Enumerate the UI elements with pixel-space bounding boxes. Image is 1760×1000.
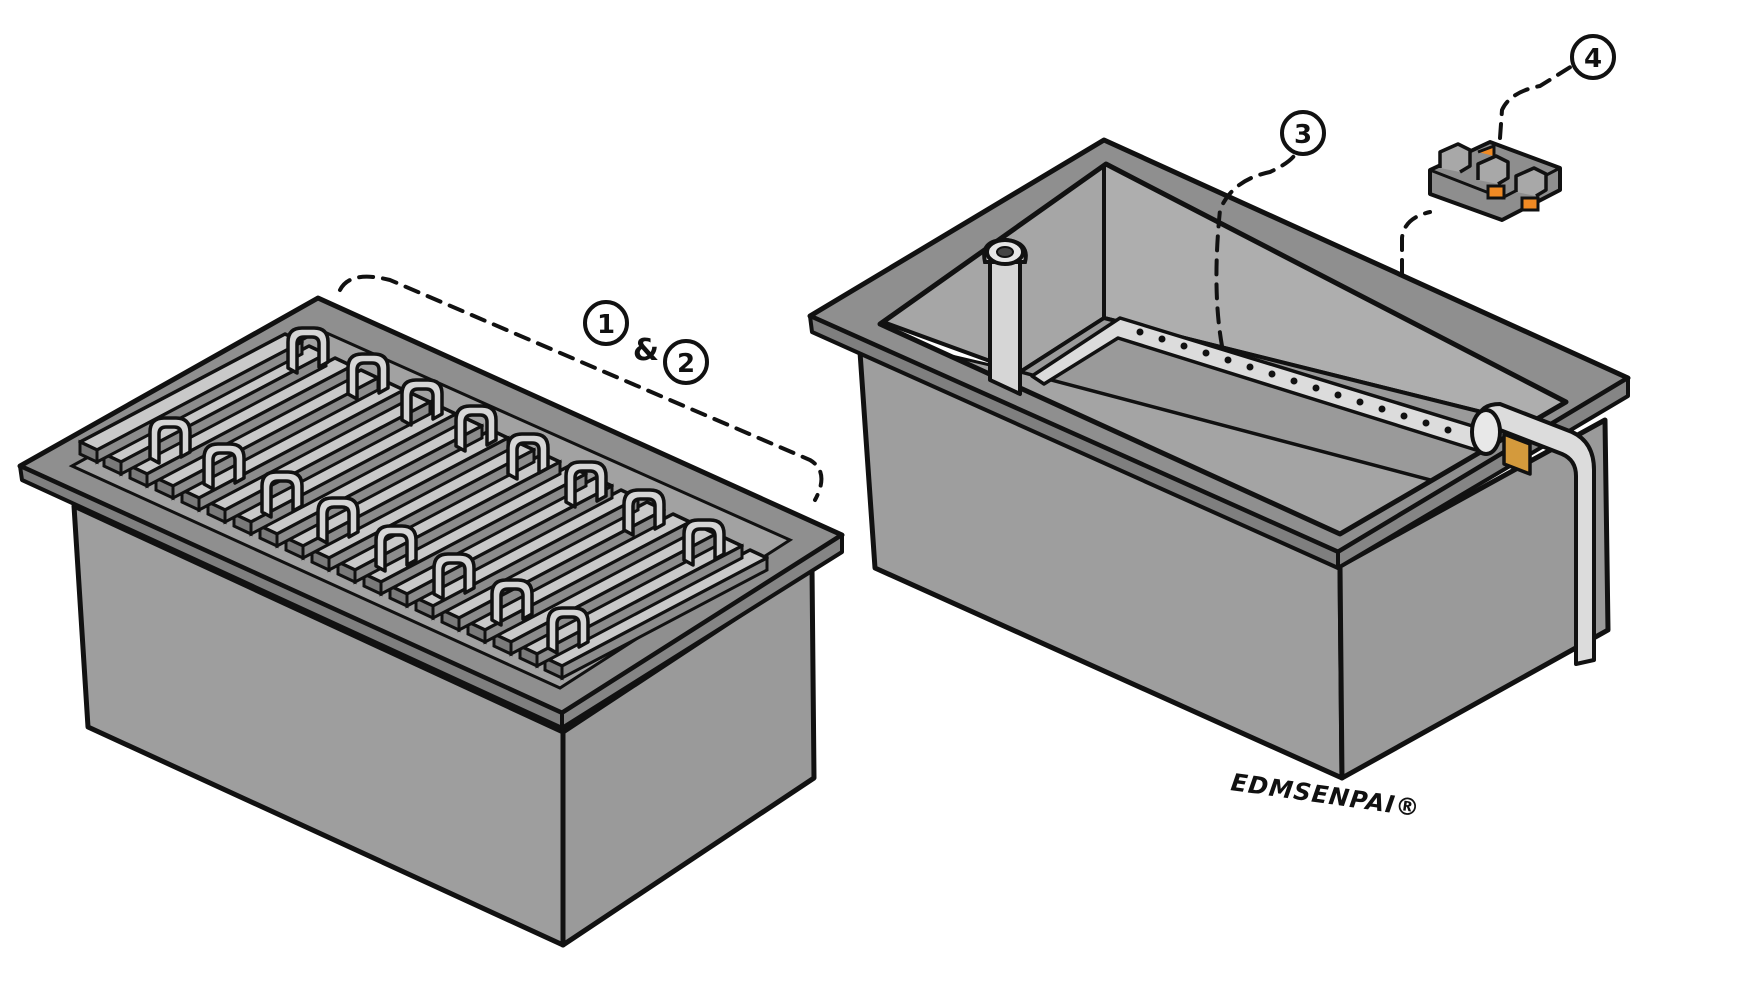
- callout-4-text: 4: [1584, 44, 1602, 74]
- callout-1: 1: [583, 300, 629, 346]
- callout-3-text: 3: [1294, 120, 1312, 150]
- watermark: EDMSENPAI®: [1229, 768, 1422, 822]
- inlet-pipe: [982, 237, 1028, 396]
- callout-3: 3: [1280, 110, 1326, 156]
- callout-1-text: 1: [597, 310, 615, 340]
- callout-2: 2: [663, 339, 709, 385]
- electrode-clip-icon: [1428, 140, 1562, 222]
- callout-4: 4: [1570, 34, 1616, 80]
- rack-tank: [17, 274, 845, 948]
- outlet-pipe: [1470, 402, 1596, 666]
- callout-2-text: 2: [677, 349, 695, 379]
- pipe-coupling: [1502, 432, 1532, 476]
- leader-line-1-2: [338, 274, 824, 502]
- leader-line-4: [1400, 64, 1574, 276]
- leader-line-3: [1214, 146, 1300, 348]
- open-tank: [807, 64, 1631, 781]
- callout-ampersand: &: [633, 333, 659, 368]
